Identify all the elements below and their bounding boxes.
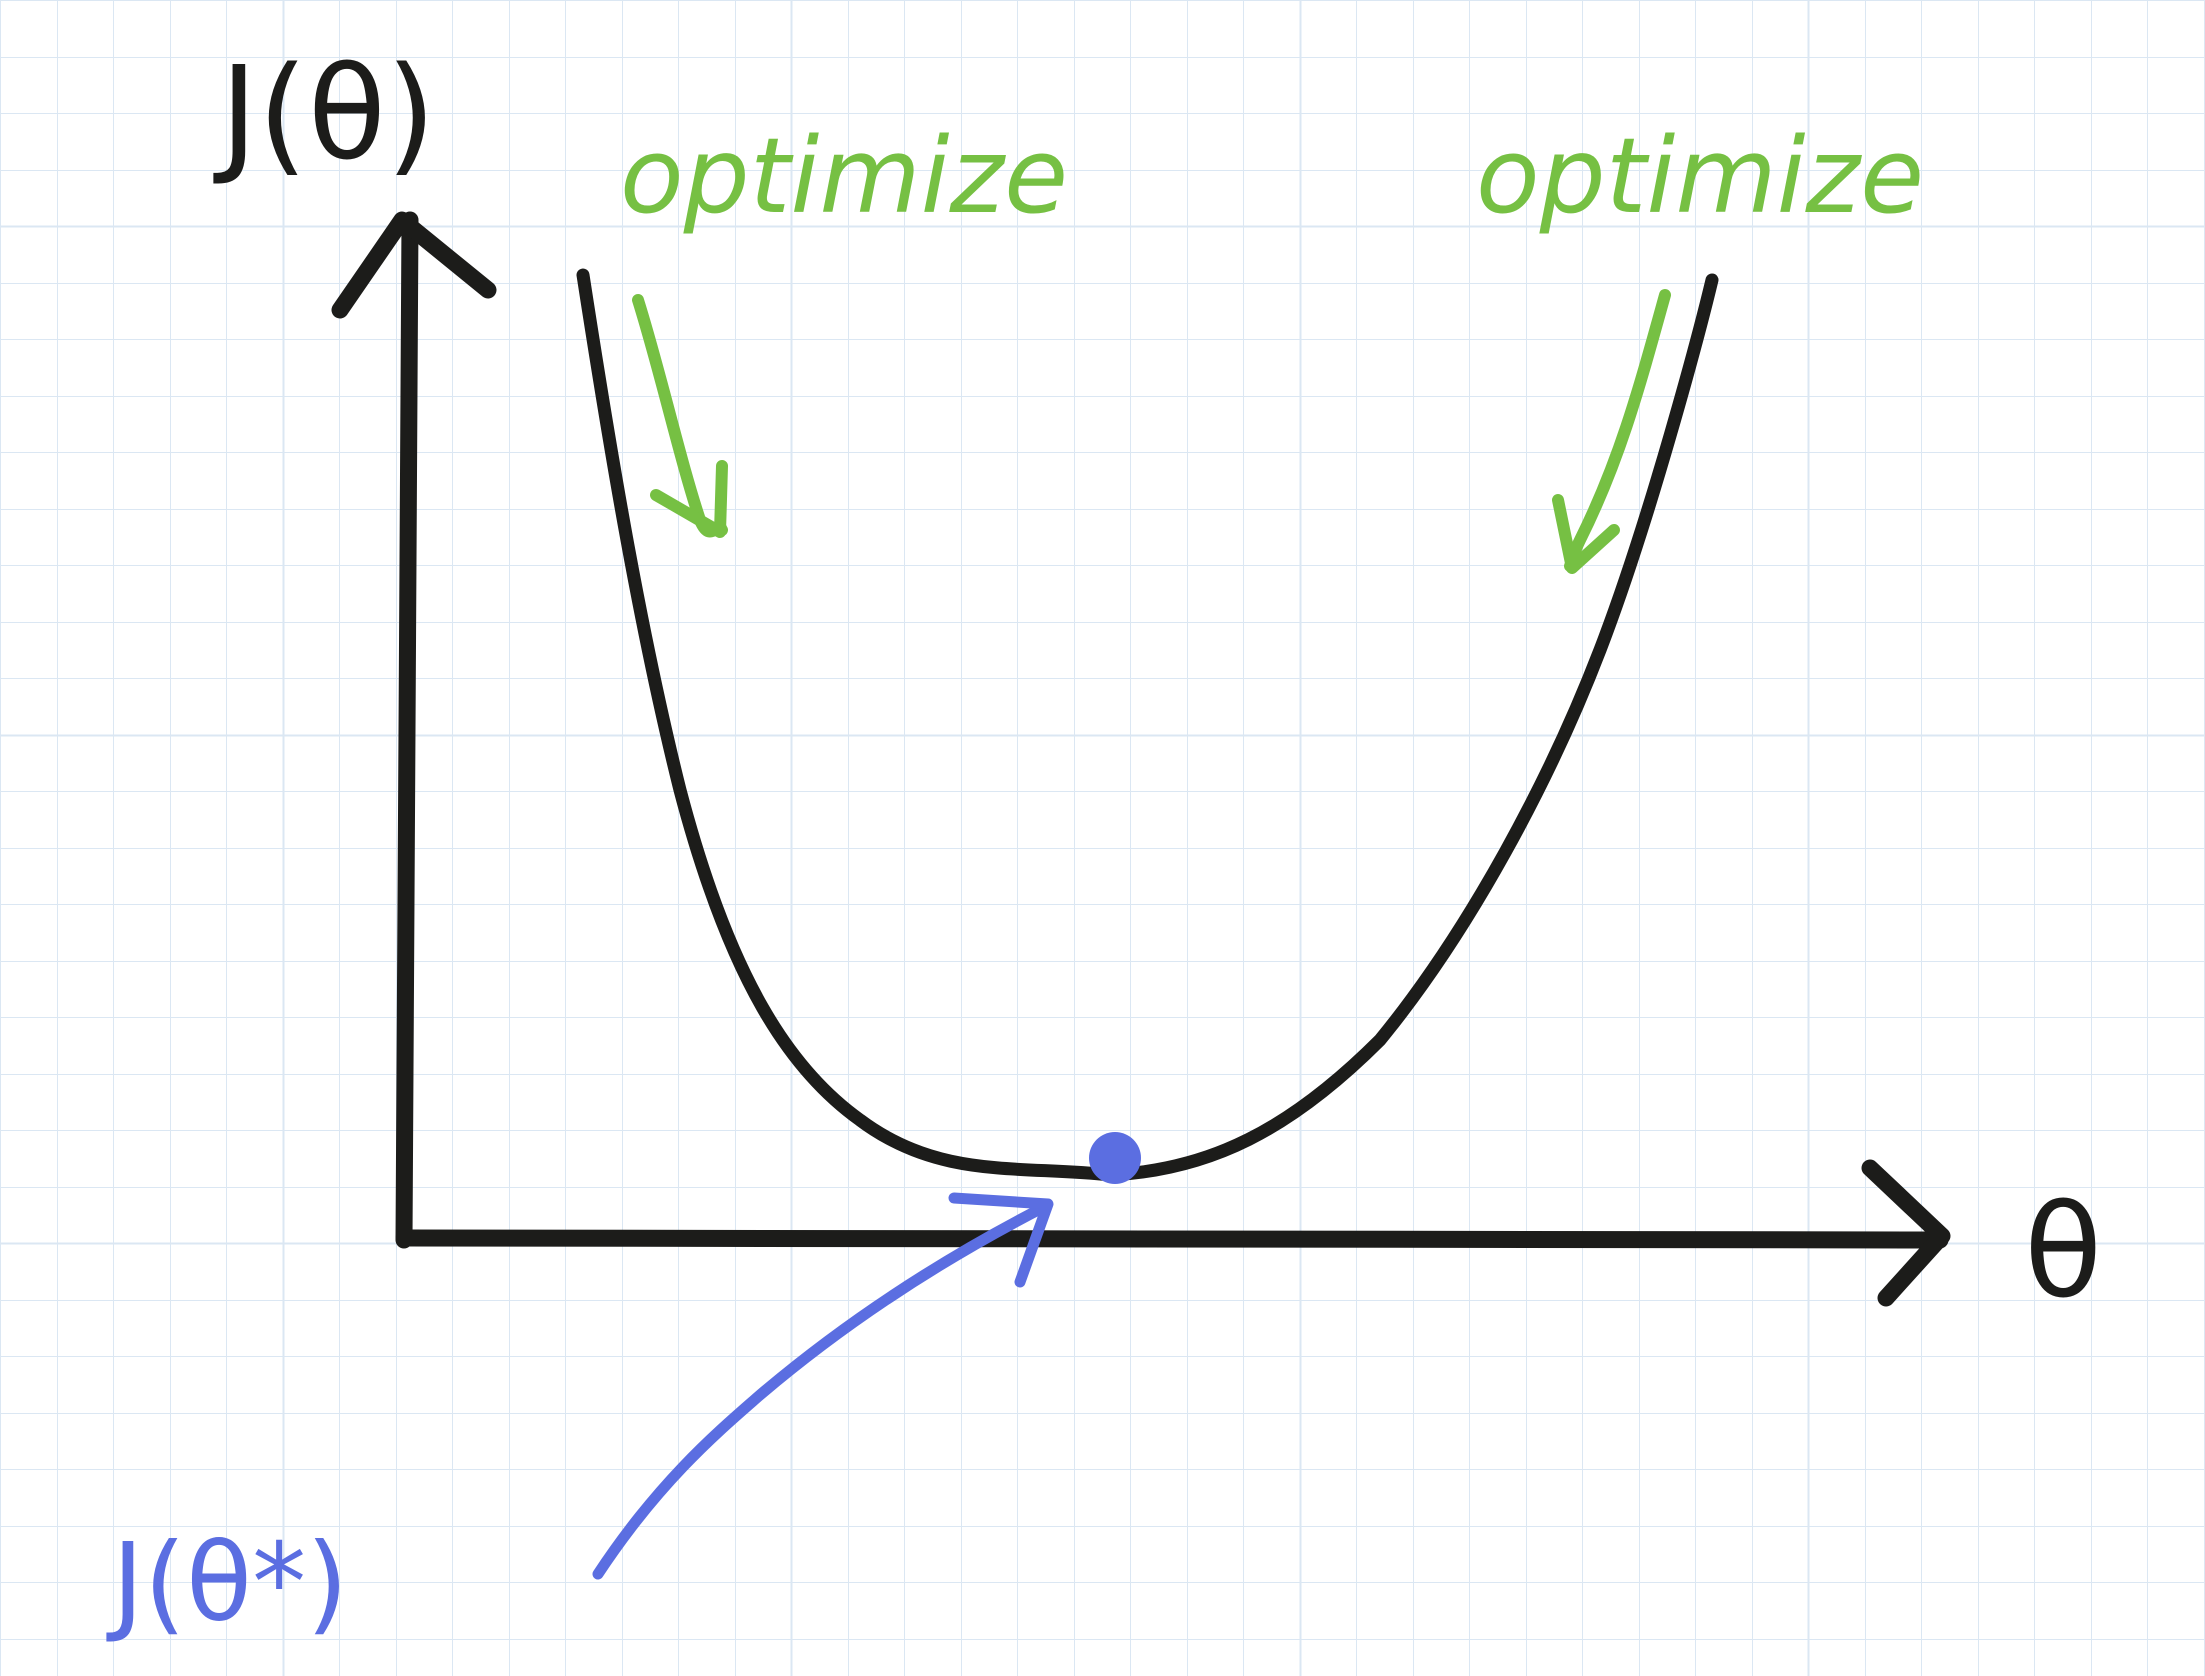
minimum-pointer-arrowhead-icon [948,1192,1054,1288]
right-descent-arrowhead-icon [1552,494,1620,574]
optimize-annotation-right: optimize [1476,115,1924,237]
axes [331,211,1951,1307]
minimum-point-dot [1089,1132,1141,1184]
optimize-annotation-left: optimize [620,115,1068,237]
loss-curve [576,268,1719,1182]
descent-arrows [632,289,1671,574]
x-axis-line [395,1229,1949,1249]
x-axis-label: θ [2024,1178,2102,1327]
x-axis-arrowhead [1861,1159,1951,1307]
y-axis-arrowhead [331,211,497,319]
y-axis-label: J(θ) [213,40,436,189]
left-descent-arrowhead-icon [650,460,728,538]
minimum-pointer [592,1192,1054,1580]
y-axis-line [395,211,419,1249]
minimum-pointer-arrow-icon [592,1200,1052,1580]
minimum-label: J(θ*) [106,1521,348,1646]
